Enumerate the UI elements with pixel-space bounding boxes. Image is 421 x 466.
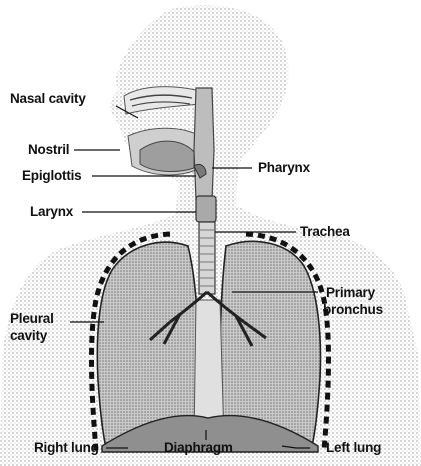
tongue-shape [140, 141, 194, 171]
larynx-shape [196, 196, 216, 222]
diaphragm-label: Diaphragm [164, 440, 233, 456]
primary-bronchus-label-line1: Primary [326, 285, 375, 301]
left-lung-label: Left lung [326, 440, 381, 456]
primary-bronchus-label-line2: bronchus [323, 302, 383, 318]
nasal-cavity-label: Nasal cavity [10, 91, 86, 107]
trachea-label: Trachea [300, 224, 350, 240]
pharynx-label: Pharynx [258, 160, 310, 176]
pleural-cavity-label-line1: Pleural [10, 311, 54, 327]
pharynx-shape [194, 88, 214, 200]
nostril-label: Nostril [28, 142, 69, 158]
pleural-cavity-label-line2: cavity [10, 328, 47, 344]
larynx-label: Larynx [30, 204, 73, 220]
trachea-shape [199, 222, 215, 294]
right-lung-label: Right lung [34, 440, 99, 456]
epiglottis-label: Epiglottis [22, 168, 82, 184]
